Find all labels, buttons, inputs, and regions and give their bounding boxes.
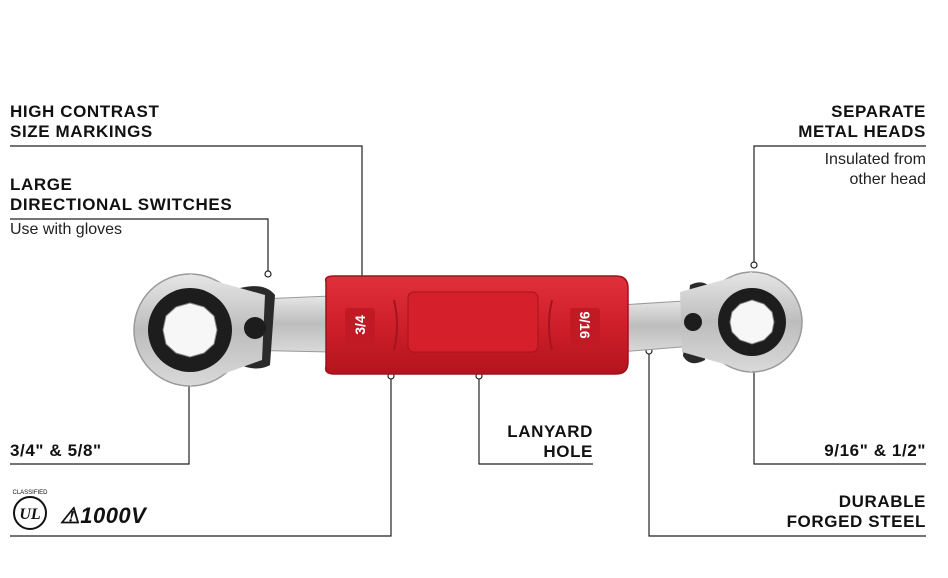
right-sizes-heading: 9/16" & 1/2" [824, 441, 926, 460]
switches-leader [10, 218, 269, 272]
left-ratchet-head [133, 273, 275, 387]
separate-heads-leader [753, 145, 926, 263]
right-socket-icon [729, 299, 775, 345]
right-size-marking: 9/16 [577, 311, 593, 339]
right-sizes-callout: 9/16" & 1/2" [824, 441, 926, 461]
ul-classified-badge: UL CLASSIFIED [12, 490, 48, 530]
left-size-marking-bg [345, 308, 375, 344]
right-ratchet-head [680, 271, 803, 373]
size-markings-heading: HIGH CONTRAST SIZE MARKINGS [10, 102, 160, 141]
callout-lines [10, 145, 926, 537]
size-markings-callout: HIGH CONTRAST SIZE MARKINGS [10, 102, 159, 142]
right-sizes-leader [753, 352, 926, 465]
lanyard-leader [478, 376, 593, 465]
forged-steel-callout: DURABLE FORGED STEEL [787, 492, 926, 532]
insulated-handle [324, 275, 629, 375]
left-sizes-heading: 3/4" & 5/8" [10, 441, 102, 460]
directional-switches-callout: LARGE DIRECTIONAL SWITCHES Use with glov… [10, 175, 232, 240]
handle-grip-panel [407, 291, 539, 353]
voltage-rating: ⚠1000V [60, 503, 147, 528]
forged-steel-leader [648, 352, 926, 537]
left-socket-icon [162, 302, 218, 358]
size-markings-leader [10, 145, 363, 279]
separate-heads-subtext: Insulated from other head [824, 151, 926, 188]
ul-mark-letters: UL [19, 506, 41, 523]
ul-classified-text: CLASSIFIED [12, 490, 48, 496]
directional-switches-heading: LARGE DIRECTIONAL SWITCHES [10, 175, 233, 214]
left-size-marking: 3/4 [352, 315, 368, 335]
right-switch-icon [684, 313, 702, 331]
lanyard-hole-callout: LANYARD HOLE [507, 422, 593, 462]
left-sizes-callout: 3/4" & 5/8" [10, 441, 102, 461]
left-switch-icon [244, 317, 266, 339]
forged-steel-heading: DURABLE FORGED STEEL [786, 492, 926, 531]
right-size-marking-bg [570, 308, 600, 344]
separate-heads-callout: SEPARATE METAL HEADS Insulated from othe… [798, 102, 926, 190]
bottom-leader [10, 376, 392, 537]
directional-switches-subtext: Use with gloves [10, 221, 123, 238]
separate-heads-heading: SEPARATE METAL HEADS [798, 102, 926, 141]
lanyard-hole-heading: LANYARD HOLE [507, 422, 593, 461]
left-sizes-leader [10, 382, 190, 465]
